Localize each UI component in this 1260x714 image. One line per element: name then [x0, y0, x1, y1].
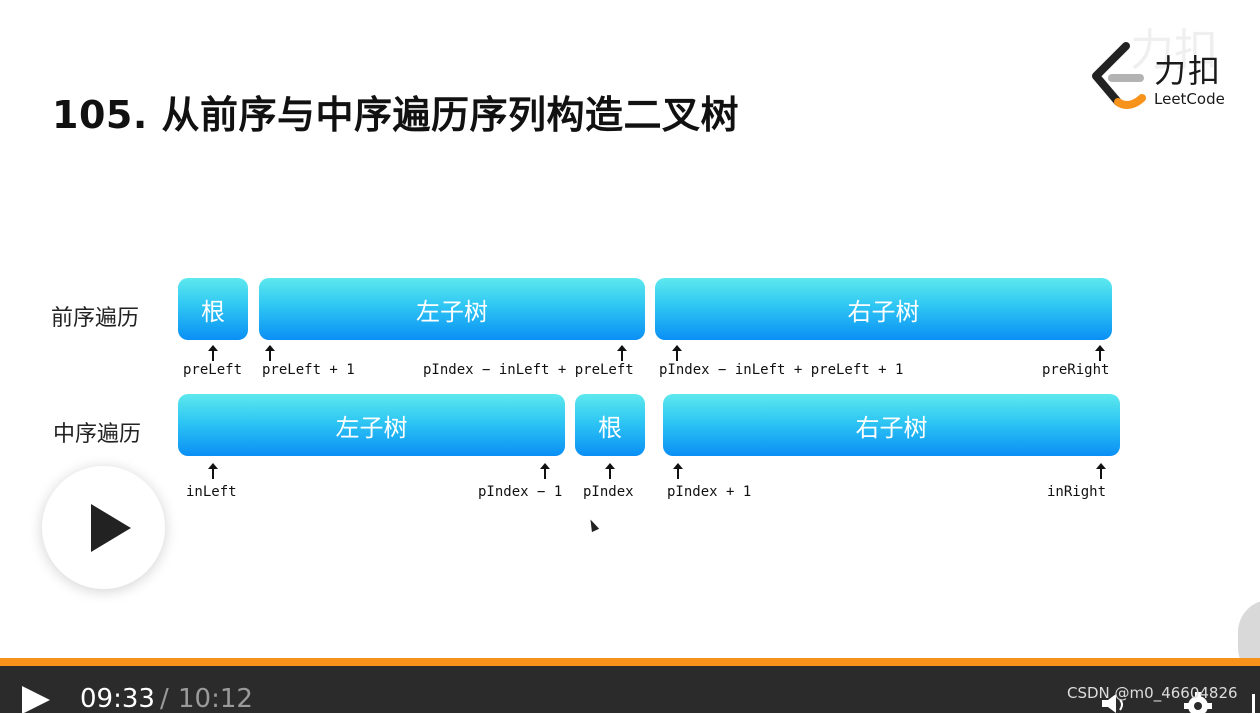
csdn-watermark: CSDN @m0_46604826: [1067, 684, 1238, 702]
cursor-icon: [586, 517, 600, 533]
arrow-up-icon: [539, 463, 551, 479]
progress-bar[interactable]: [0, 658, 1260, 666]
volume-icon[interactable]: [1100, 692, 1130, 713]
preorder-right-subtree-block: 右子树: [655, 278, 1112, 340]
pointer-inleft: inLeft: [186, 484, 237, 500]
gear-icon[interactable]: [1180, 688, 1216, 713]
inorder-right-subtree-block: 右子树: [663, 394, 1120, 456]
arrow-up-icon: [671, 345, 683, 361]
logo-subtitle: LeetCode: [1154, 90, 1225, 108]
inorder-left-subtree-block: 左子树: [178, 394, 565, 456]
pointer-pindex-plus-1: pIndex + 1: [667, 484, 752, 500]
video-slide: 力扣 力扣 LeetCode 105. 从前序与中序遍历序列构造二叉树 前序遍历…: [42, 25, 1260, 680]
pointer-pindex-minus-1: pIndex − 1: [478, 484, 563, 500]
arrow-up-icon: [604, 463, 616, 479]
logo-watermark: 力扣: [1130, 25, 1218, 76]
overlay-play-button[interactable]: [42, 466, 165, 589]
pointer-preorder-left-end: pIndex − inLeft + preLeft: [423, 362, 634, 378]
pointer-preorder-right-start: pIndex − inLeft + preLeft + 1: [659, 362, 904, 378]
play-icon: [91, 504, 131, 552]
pointer-inright: inRight: [1047, 484, 1107, 500]
arrow-up-icon: [616, 345, 628, 361]
logo-text: 力扣: [1154, 52, 1223, 90]
inorder-root-block: 根: [575, 394, 645, 456]
pointer-pindex: pIndex: [583, 484, 634, 500]
slide-title: 105. 从前序与中序遍历序列构造二叉树: [52, 93, 739, 137]
total-time: 10:12: [178, 684, 253, 714]
play-icon[interactable]: [22, 686, 50, 714]
arrow-up-icon: [1094, 345, 1106, 361]
arrow-up-icon: [207, 345, 219, 361]
inorder-label: 中序遍历: [53, 422, 142, 447]
arrow-up-icon: [672, 463, 684, 479]
arrow-up-icon: [264, 345, 276, 361]
player-controls: 09:33 / 10:12 CSDN @m0_46604826: [0, 666, 1260, 714]
preorder-label: 前序遍历: [51, 306, 140, 331]
pointer-preleft-plus-1: preLeft + 1: [262, 362, 355, 378]
arrow-up-icon: [207, 463, 219, 479]
current-time: 09:33: [80, 684, 155, 714]
fullscreen-icon[interactable]: [1250, 688, 1260, 713]
preorder-root-block: 根: [178, 278, 248, 340]
leetcode-logo: 力扣 LeetCode: [1086, 40, 1260, 115]
leetcode-logo-icon: [1092, 42, 1146, 109]
arrow-up-icon: [1095, 463, 1107, 479]
preorder-left-subtree-block: 左子树: [259, 278, 645, 340]
pointer-preright: preRight: [1042, 362, 1110, 378]
pointer-preleft: preLeft: [183, 362, 243, 378]
time-separator: /: [160, 684, 169, 714]
